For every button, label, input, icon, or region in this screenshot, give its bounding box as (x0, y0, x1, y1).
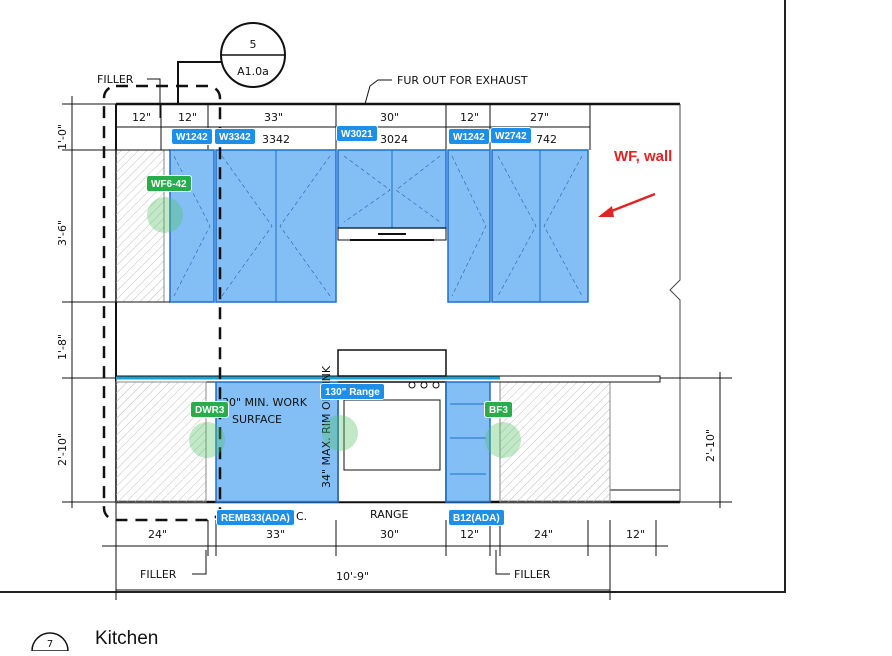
underlay-code-1: 3342 (262, 133, 290, 146)
section-callout: 5 A1.0a (177, 22, 286, 104)
tag-remb33-ada[interactable]: REMB33(ADA) (216, 509, 295, 526)
underlay-code-3: 742 (536, 133, 557, 146)
tag-bf3[interactable]: BF3 (484, 401, 513, 418)
tag-dwr3[interactable]: DWR3 (190, 401, 230, 418)
dim-bottom-6: 12" (626, 528, 645, 541)
dim-bottom-1: 24" (148, 528, 167, 541)
view-title: Kitchen (95, 628, 159, 649)
tag-w3342[interactable]: W3342 (214, 128, 256, 145)
dim-top-3: 33" (264, 111, 283, 124)
filler-top-note: FILLER (97, 73, 134, 86)
tag-wf6-42[interactable]: WF6-42 (146, 175, 192, 192)
top-dimensions: 12" 12" 33" 30" 12" 27" 3342 3024 742 (115, 104, 591, 150)
underlay-code-2: 3024 (380, 133, 408, 146)
fur-out-note: FUR OUT FOR EXHAUST (397, 74, 528, 87)
dim-left-4: 2'-10" (56, 433, 69, 466)
bottom-dimensions: 24" 33" 30" 12" 24" 12" 10'-9" (102, 502, 668, 600)
view-number: 7 (47, 639, 53, 650)
left-dimensions: 1'-0" 3'-6" 1'-8" 2'-10" (56, 96, 170, 508)
lower-cabinets (215, 381, 491, 503)
dim-left-3: 1'-8" (56, 334, 69, 360)
dim-top-6: 27" (530, 111, 549, 124)
range-note: RANGE (370, 508, 408, 521)
dim-top-4: 30" (380, 111, 399, 124)
dim-total: 10'-9" (336, 570, 369, 583)
dim-bottom-2: 33" (266, 528, 285, 541)
dim-right: 2'-10" (704, 429, 717, 462)
dim-top-1: 12" (132, 111, 151, 124)
dim-bottom-5: 24" (534, 528, 553, 541)
tag-range[interactable]: 130" Range (320, 383, 385, 400)
tag-w1242-right[interactable]: W1242 (448, 128, 490, 145)
upper-cabinets (169, 149, 589, 303)
dim-left-1: 1'-0" (56, 124, 69, 150)
tag-w1242-left[interactable]: W1242 (171, 128, 213, 145)
dim-bottom-4: 12" (460, 528, 479, 541)
callout-number: 5 (250, 38, 257, 51)
surface-note: SURFACE (232, 413, 282, 426)
sink-fragment: C. (296, 510, 307, 523)
dim-left-2: 3'-6" (56, 220, 69, 246)
dim-top-2: 12" (178, 111, 197, 124)
min-work-note: 30" MIN. WORK (222, 396, 308, 409)
tag-w2742[interactable]: W2742 (490, 127, 532, 144)
filler-bottom-left: FILLER (140, 568, 177, 581)
callout-sheet: A1.0a (237, 65, 269, 78)
dim-top-5: 12" (460, 111, 479, 124)
dim-bottom-3: 30" (380, 528, 399, 541)
tag-w3021[interactable]: W3021 (336, 125, 378, 142)
filler-bottom-right: FILLER (514, 568, 551, 581)
annotation-wf-wall: WF, wall (614, 148, 673, 165)
location-markers (147, 197, 521, 458)
tag-b12-ada[interactable]: B12(ADA) (448, 509, 505, 526)
